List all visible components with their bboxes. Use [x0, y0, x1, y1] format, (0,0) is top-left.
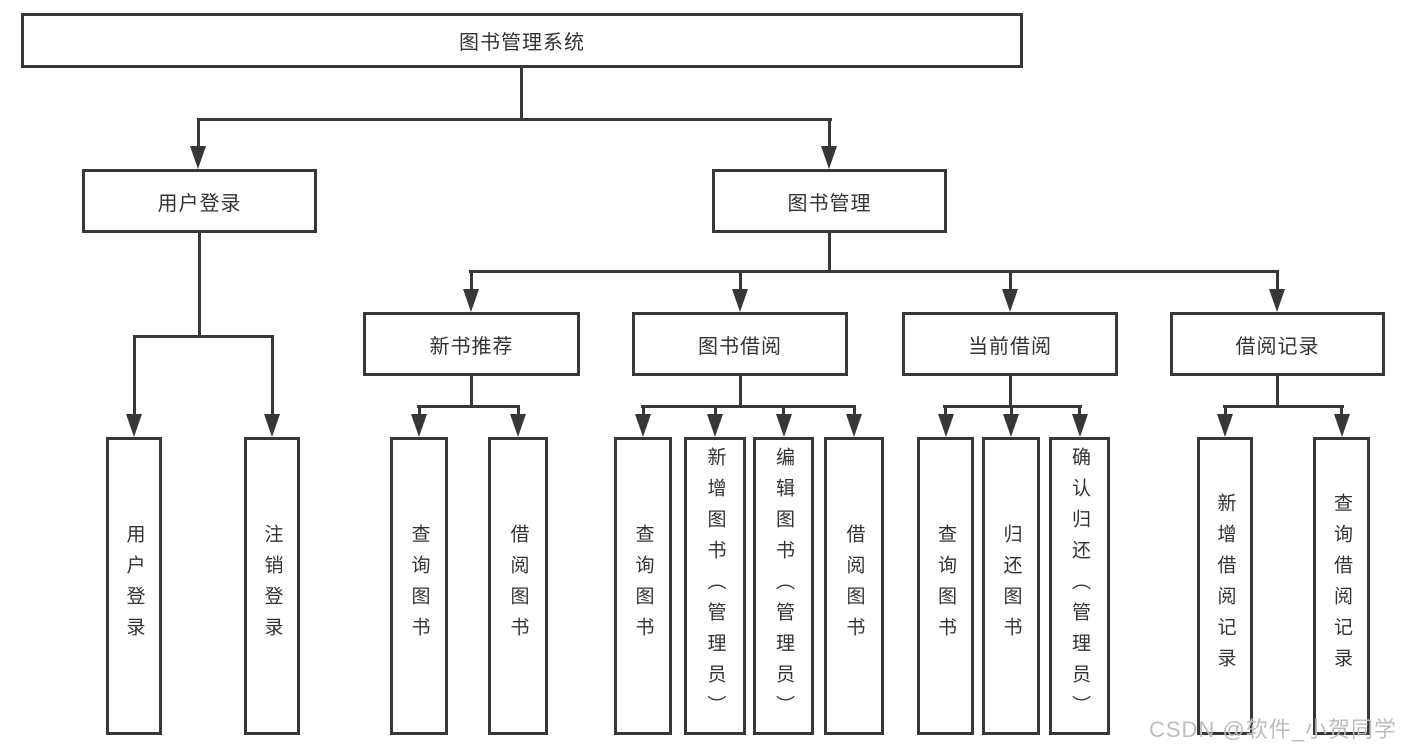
arrowhead-icon — [1334, 414, 1350, 437]
leaf-query-books-recommend: 查询图书 — [390, 437, 448, 735]
arrowhead-icon — [1269, 289, 1285, 312]
connector-line — [853, 405, 856, 417]
node-book-borrow: 图书借阅 — [632, 312, 848, 376]
node-label: 查询借阅记录 — [1331, 493, 1352, 679]
connector-line — [469, 270, 1279, 273]
leaf-query-borrow-record: 查询借阅记录 — [1313, 437, 1370, 735]
node-label: 图书管理系统 — [459, 32, 585, 54]
connector-line — [828, 231, 831, 272]
leaf-add-borrow-record: 新增借阅记录 — [1197, 437, 1253, 735]
arrowhead-icon — [707, 414, 723, 437]
leaf-add-books-admin: 新增图书（管理员） — [684, 437, 746, 735]
arrowhead-icon — [190, 146, 206, 169]
arrowhead-icon — [1003, 414, 1019, 437]
connector-line — [133, 335, 274, 338]
arrowhead-icon — [732, 289, 748, 312]
connector-line — [520, 66, 523, 120]
node-label: 用户登录 — [157, 192, 242, 215]
node-root: 图书管理系统 — [21, 13, 1023, 68]
arrowhead-icon — [938, 414, 954, 437]
connector-line — [133, 335, 136, 417]
node-label: 新增图书（管理员） — [704, 446, 726, 726]
leaf-borrow-books: 借阅图书 — [824, 437, 884, 735]
leaf-edit-books-admin: 编辑图书（管理员） — [753, 437, 814, 735]
connector-line — [739, 374, 742, 407]
connector-line — [198, 231, 201, 337]
node-label: 新增借阅记录 — [1214, 493, 1236, 679]
csdn-watermark: CSDN @软件_小贺同学 — [1148, 717, 1397, 742]
connector-line — [1010, 405, 1013, 417]
node-book-management: 图书管理 — [712, 169, 947, 233]
node-label: 借阅图书 — [507, 524, 529, 648]
arrowhead-icon — [463, 289, 479, 312]
node-label: 查询图书 — [408, 524, 430, 648]
node-label: 确认归还（管理员） — [1069, 446, 1090, 726]
connector-line — [714, 405, 717, 417]
arrowhead-icon — [411, 414, 427, 437]
node-label: 新书推荐 — [429, 335, 514, 358]
arrowhead-icon — [846, 414, 862, 437]
connector-line — [470, 270, 473, 292]
node-label: 注销登录 — [261, 524, 283, 648]
node-current-borrow: 当前借阅 — [902, 312, 1118, 376]
leaf-borrow-books-recommend: 借阅图书 — [488, 437, 548, 735]
leaf-query-books-current: 查询图书 — [917, 437, 974, 735]
connector-line — [1340, 405, 1343, 417]
connector-line — [197, 118, 832, 121]
node-label: 归还图书 — [1000, 524, 1022, 648]
leaf-user-login: 用户登录 — [106, 437, 162, 735]
leaf-logout: 注销登录 — [244, 437, 300, 735]
arrowhead-icon — [776, 414, 792, 437]
arrowhead-icon — [510, 414, 526, 437]
connector-line — [782, 405, 785, 417]
connector-line — [271, 335, 274, 417]
arrowhead-icon — [821, 146, 837, 169]
node-new-book-recommend: 新书推荐 — [363, 312, 580, 376]
arrowhead-icon — [1217, 414, 1233, 437]
arrowhead-icon — [1002, 289, 1018, 312]
connector-line — [418, 405, 421, 417]
leaf-confirm-return-admin: 确认归还（管理员） — [1049, 437, 1110, 735]
connector-line — [739, 270, 742, 292]
arrowhead-icon — [1072, 414, 1088, 437]
node-label: 查询图书 — [632, 524, 654, 648]
arrowhead-icon — [635, 414, 651, 437]
connector-line — [517, 405, 520, 417]
connector-line — [417, 405, 520, 408]
leaf-return-books: 归还图书 — [982, 437, 1040, 735]
connector-line — [642, 405, 645, 417]
node-label: 当前借阅 — [968, 335, 1052, 358]
node-label: 借阅图书 — [843, 524, 865, 648]
node-label: 用户登录 — [123, 524, 145, 648]
node-borrow-records: 借阅记录 — [1170, 312, 1385, 376]
node-label: 借阅记录 — [1235, 335, 1320, 358]
connector-line — [1276, 270, 1279, 292]
leaf-query-books-borrow: 查询图书 — [614, 437, 672, 735]
node-user-login: 用户登录 — [82, 169, 317, 233]
connector-line — [1223, 405, 1344, 408]
arrowhead-icon — [126, 414, 142, 437]
connector-line — [1009, 270, 1012, 292]
connector-line — [197, 118, 200, 147]
node-label: 图书借阅 — [698, 335, 782, 358]
node-label: 编辑图书（管理员） — [773, 446, 794, 726]
arrowhead-icon — [264, 414, 280, 437]
connector-line — [641, 405, 856, 408]
connector-line — [1276, 374, 1279, 407]
connector-line — [944, 405, 947, 417]
node-label: 查询图书 — [935, 524, 956, 648]
connector-line — [1009, 373, 1012, 407]
connector-line — [1078, 405, 1081, 417]
connector-line — [1224, 405, 1227, 417]
node-label: 图书管理 — [787, 192, 872, 215]
connector-line — [828, 118, 831, 147]
connector-line — [470, 373, 473, 407]
